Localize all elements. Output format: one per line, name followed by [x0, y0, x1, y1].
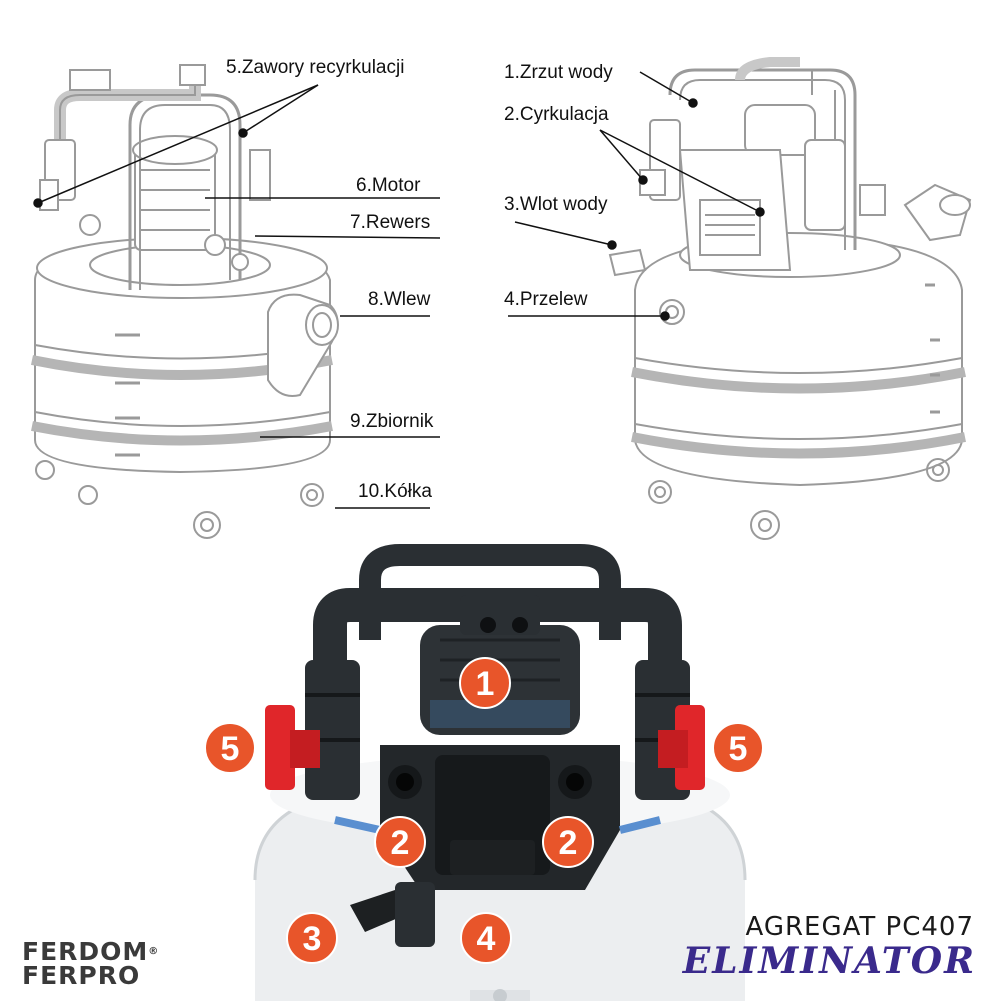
number-badge-1: 1 [459, 657, 511, 709]
right-line-drawing [608, 57, 972, 540]
number-badge-2: 2 [542, 816, 594, 868]
label-water-inlet: 3.Wlot wody [504, 194, 608, 215]
label-circulation: 2.Cyrkulacja [504, 104, 609, 125]
label-overflow: 4.Przelew [504, 289, 588, 310]
brand-line2: FERPRO [22, 961, 141, 990]
number-badge-label: 5 [729, 730, 748, 768]
number-badge-label: 2 [559, 824, 578, 862]
number-badge-5: 5 [712, 722, 764, 774]
label-tank: 9.Zbiornik [350, 411, 434, 432]
right-leader-lines [508, 71, 765, 321]
label-reverse: 7.Rewers [350, 212, 431, 233]
registered-mark: ® [148, 946, 160, 957]
number-badge-5: 5 [204, 722, 256, 774]
number-badge-4: 4 [460, 912, 512, 964]
brand-logo: FERDOM® FERPRO [22, 937, 160, 990]
label-wheels: 10.Kółka [358, 481, 432, 502]
product-name: ELIMINATOR [682, 940, 976, 982]
product-model: AGREGAT PC407 [745, 912, 974, 942]
number-badge-label: 5 [221, 730, 240, 768]
number-badge-label: 3 [303, 920, 322, 958]
label-recirculation-valves: 5.Zawory recyrkulacji [226, 57, 405, 78]
label-inlet: 8.Wlew [368, 289, 431, 310]
number-badge-3: 3 [286, 912, 338, 964]
number-badge-label: 1 [476, 665, 495, 703]
number-badges: 1 2 2 3 4 5 5 [204, 657, 764, 964]
number-badge-label: 2 [391, 824, 410, 862]
left-leader-lines [33, 84, 441, 509]
number-badge-label: 4 [477, 920, 496, 958]
number-badge-2: 2 [374, 816, 426, 868]
label-water-discharge: 1.Zrzut wody [504, 62, 613, 83]
left-line-drawing [31, 64, 339, 539]
label-motor: 6.Motor [356, 175, 421, 196]
brand-line1: FERDOM [22, 937, 149, 966]
